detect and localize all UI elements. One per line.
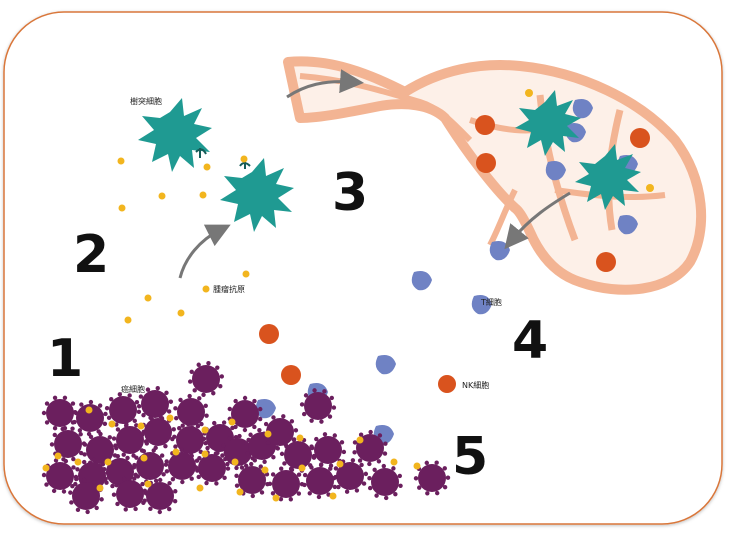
tumor-antigen — [228, 418, 236, 426]
tumor-antigen — [272, 494, 280, 502]
tumor-antigen — [390, 458, 398, 466]
tumor-antigen — [231, 458, 239, 466]
cancer-cell-label: 癌細胞 — [121, 384, 145, 394]
tumor-antigen — [329, 492, 337, 500]
cancer-cell — [41, 458, 79, 494]
tumor-antigen — [108, 420, 116, 428]
t-cells — [255, 271, 492, 445]
tumor-antigen — [54, 452, 62, 460]
step-number-2: 2 — [73, 225, 109, 285]
tumor-antigen — [298, 464, 306, 472]
tumor-antigen — [264, 430, 272, 438]
nk-cells — [259, 324, 456, 393]
nk-cell-label: NK細胞 — [462, 380, 489, 390]
step-number-4: 4 — [512, 311, 548, 371]
dendritic-cell — [138, 98, 212, 172]
cancer-cell — [102, 453, 138, 491]
step-number-1: 1 — [47, 329, 83, 389]
tumor-antigen — [201, 450, 209, 458]
arrow-into-lymph-node — [286, 69, 364, 99]
cancer-cell-cluster — [41, 360, 451, 515]
cancer-cell — [173, 393, 209, 431]
tumor-antigen — [74, 458, 82, 466]
tumor-antigen — [140, 454, 148, 462]
tumor-antigen — [201, 426, 209, 434]
cancer-cell — [299, 388, 337, 424]
cancer-cell — [267, 466, 305, 502]
cancer-cell — [49, 426, 87, 462]
cancer-cell — [164, 447, 200, 485]
cancer-cell — [193, 450, 231, 486]
tumor-antigen — [296, 434, 304, 442]
tumor-antigen — [236, 488, 244, 496]
tumor-antigen — [336, 460, 344, 468]
cancer-cell — [111, 422, 149, 458]
tumor-antigen — [42, 464, 50, 472]
tumor-antigen — [104, 458, 112, 466]
arrow-antigen-uptake — [178, 224, 231, 279]
step-number-5: 5 — [452, 427, 488, 487]
tumor-antigen — [413, 462, 421, 470]
tumor-antigen — [137, 422, 145, 430]
tumor-antigen — [85, 406, 93, 414]
tumor-antigen-label: 腫瘤抗原 — [213, 284, 245, 294]
arrow-out-of-lymph-node — [504, 191, 571, 250]
dendritic-cell-label: 樹突細胞 — [130, 96, 162, 106]
tumor-antigen — [144, 480, 152, 488]
cancer-cell — [279, 437, 317, 473]
tumor-antigen — [196, 484, 204, 492]
tumor-antigen-particles — [117, 155, 250, 324]
t-cell-label: T細胞 — [480, 297, 502, 307]
tumor-antigen — [172, 448, 180, 456]
tumor-antigen — [96, 484, 104, 492]
step-number-3: 3 — [332, 163, 368, 223]
cancer-cell — [227, 395, 263, 433]
tumor-antigen — [166, 414, 174, 422]
cancer-cell — [367, 463, 403, 501]
cancer-cell — [104, 392, 142, 428]
cancer-cell — [331, 458, 369, 494]
tumor-antigen — [261, 466, 269, 474]
cancer-cell — [188, 360, 224, 398]
cancer-cell — [142, 477, 178, 515]
cancer-cell — [72, 399, 108, 437]
tumor-antigen — [356, 436, 364, 444]
